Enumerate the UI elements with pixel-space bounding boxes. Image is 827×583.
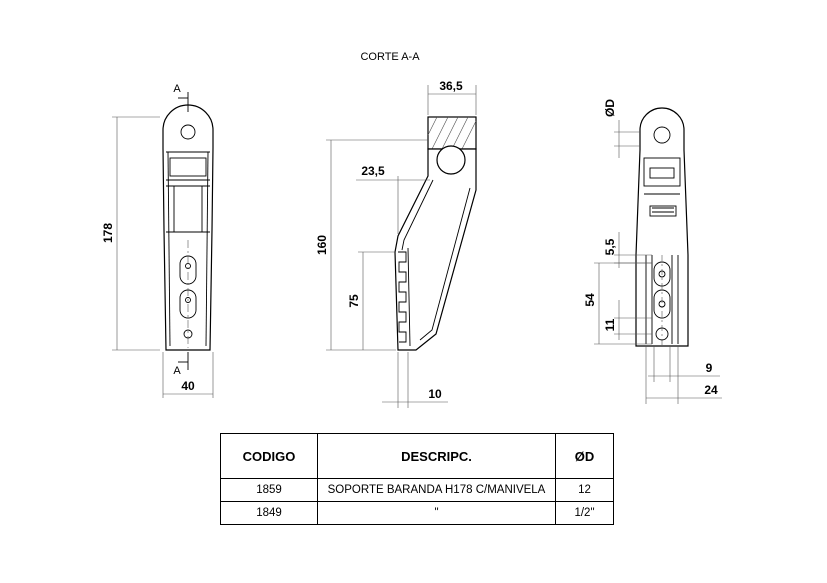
section-marker-bottom: A	[173, 365, 181, 377]
table-header-row: CODIGO DESCRIPC. ØD	[220, 433, 614, 479]
table-row: 1849 " 1/2"	[220, 501, 614, 525]
dim-side-small: 11	[603, 318, 617, 331]
cell-codigo: 1859	[220, 478, 318, 502]
side-view-outline	[635, 107, 689, 347]
cell-codigo: 1849	[220, 501, 318, 525]
dim-side-hole: 9	[706, 361, 713, 375]
front-view: A A 178 40	[101, 83, 214, 398]
dim-section-slot-height: 75	[347, 294, 361, 308]
dim-section-height: 160	[315, 235, 329, 255]
cell-descripcion: "	[317, 501, 556, 525]
side-view: ØD 5,5 54 11 9 24	[583, 99, 722, 404]
dim-side-width: 24	[704, 383, 718, 397]
dim-section-base: 10	[428, 387, 442, 401]
section-title: CORTE A-A	[360, 51, 420, 63]
front-view-outline	[162, 104, 214, 351]
dim-front-height: 178	[101, 223, 115, 243]
dim-side-diameter: ØD	[603, 99, 617, 117]
dim-side-gap: 5,5	[603, 238, 617, 255]
spec-table: CODIGO DESCRIPC. ØD 1859 SOPORTE BARANDA…	[220, 433, 614, 525]
section-outline	[394, 148, 477, 351]
header-descripcion: DESCRIPC.	[317, 433, 556, 479]
cell-descripcion: SOPORTE BARANDA H178 C/MANIVELA	[317, 478, 556, 502]
cell-diameter: 12	[555, 478, 614, 502]
cell-diameter: 1/2"	[555, 501, 614, 525]
table-row: 1859 SOPORTE BARANDA H178 C/MANIVELA 12	[220, 478, 614, 502]
header-codigo: CODIGO	[220, 433, 318, 479]
dim-section-offset: 23,5	[361, 164, 385, 178]
dim-section-top-width: 36,5	[439, 79, 463, 93]
dim-front-width: 40	[181, 379, 195, 393]
dim-side-spacing: 54	[583, 293, 597, 307]
header-diameter: ØD	[555, 433, 614, 479]
section-view: 36,5 23,5 160 75 10	[315, 79, 477, 408]
section-marker-top: A	[173, 83, 181, 95]
